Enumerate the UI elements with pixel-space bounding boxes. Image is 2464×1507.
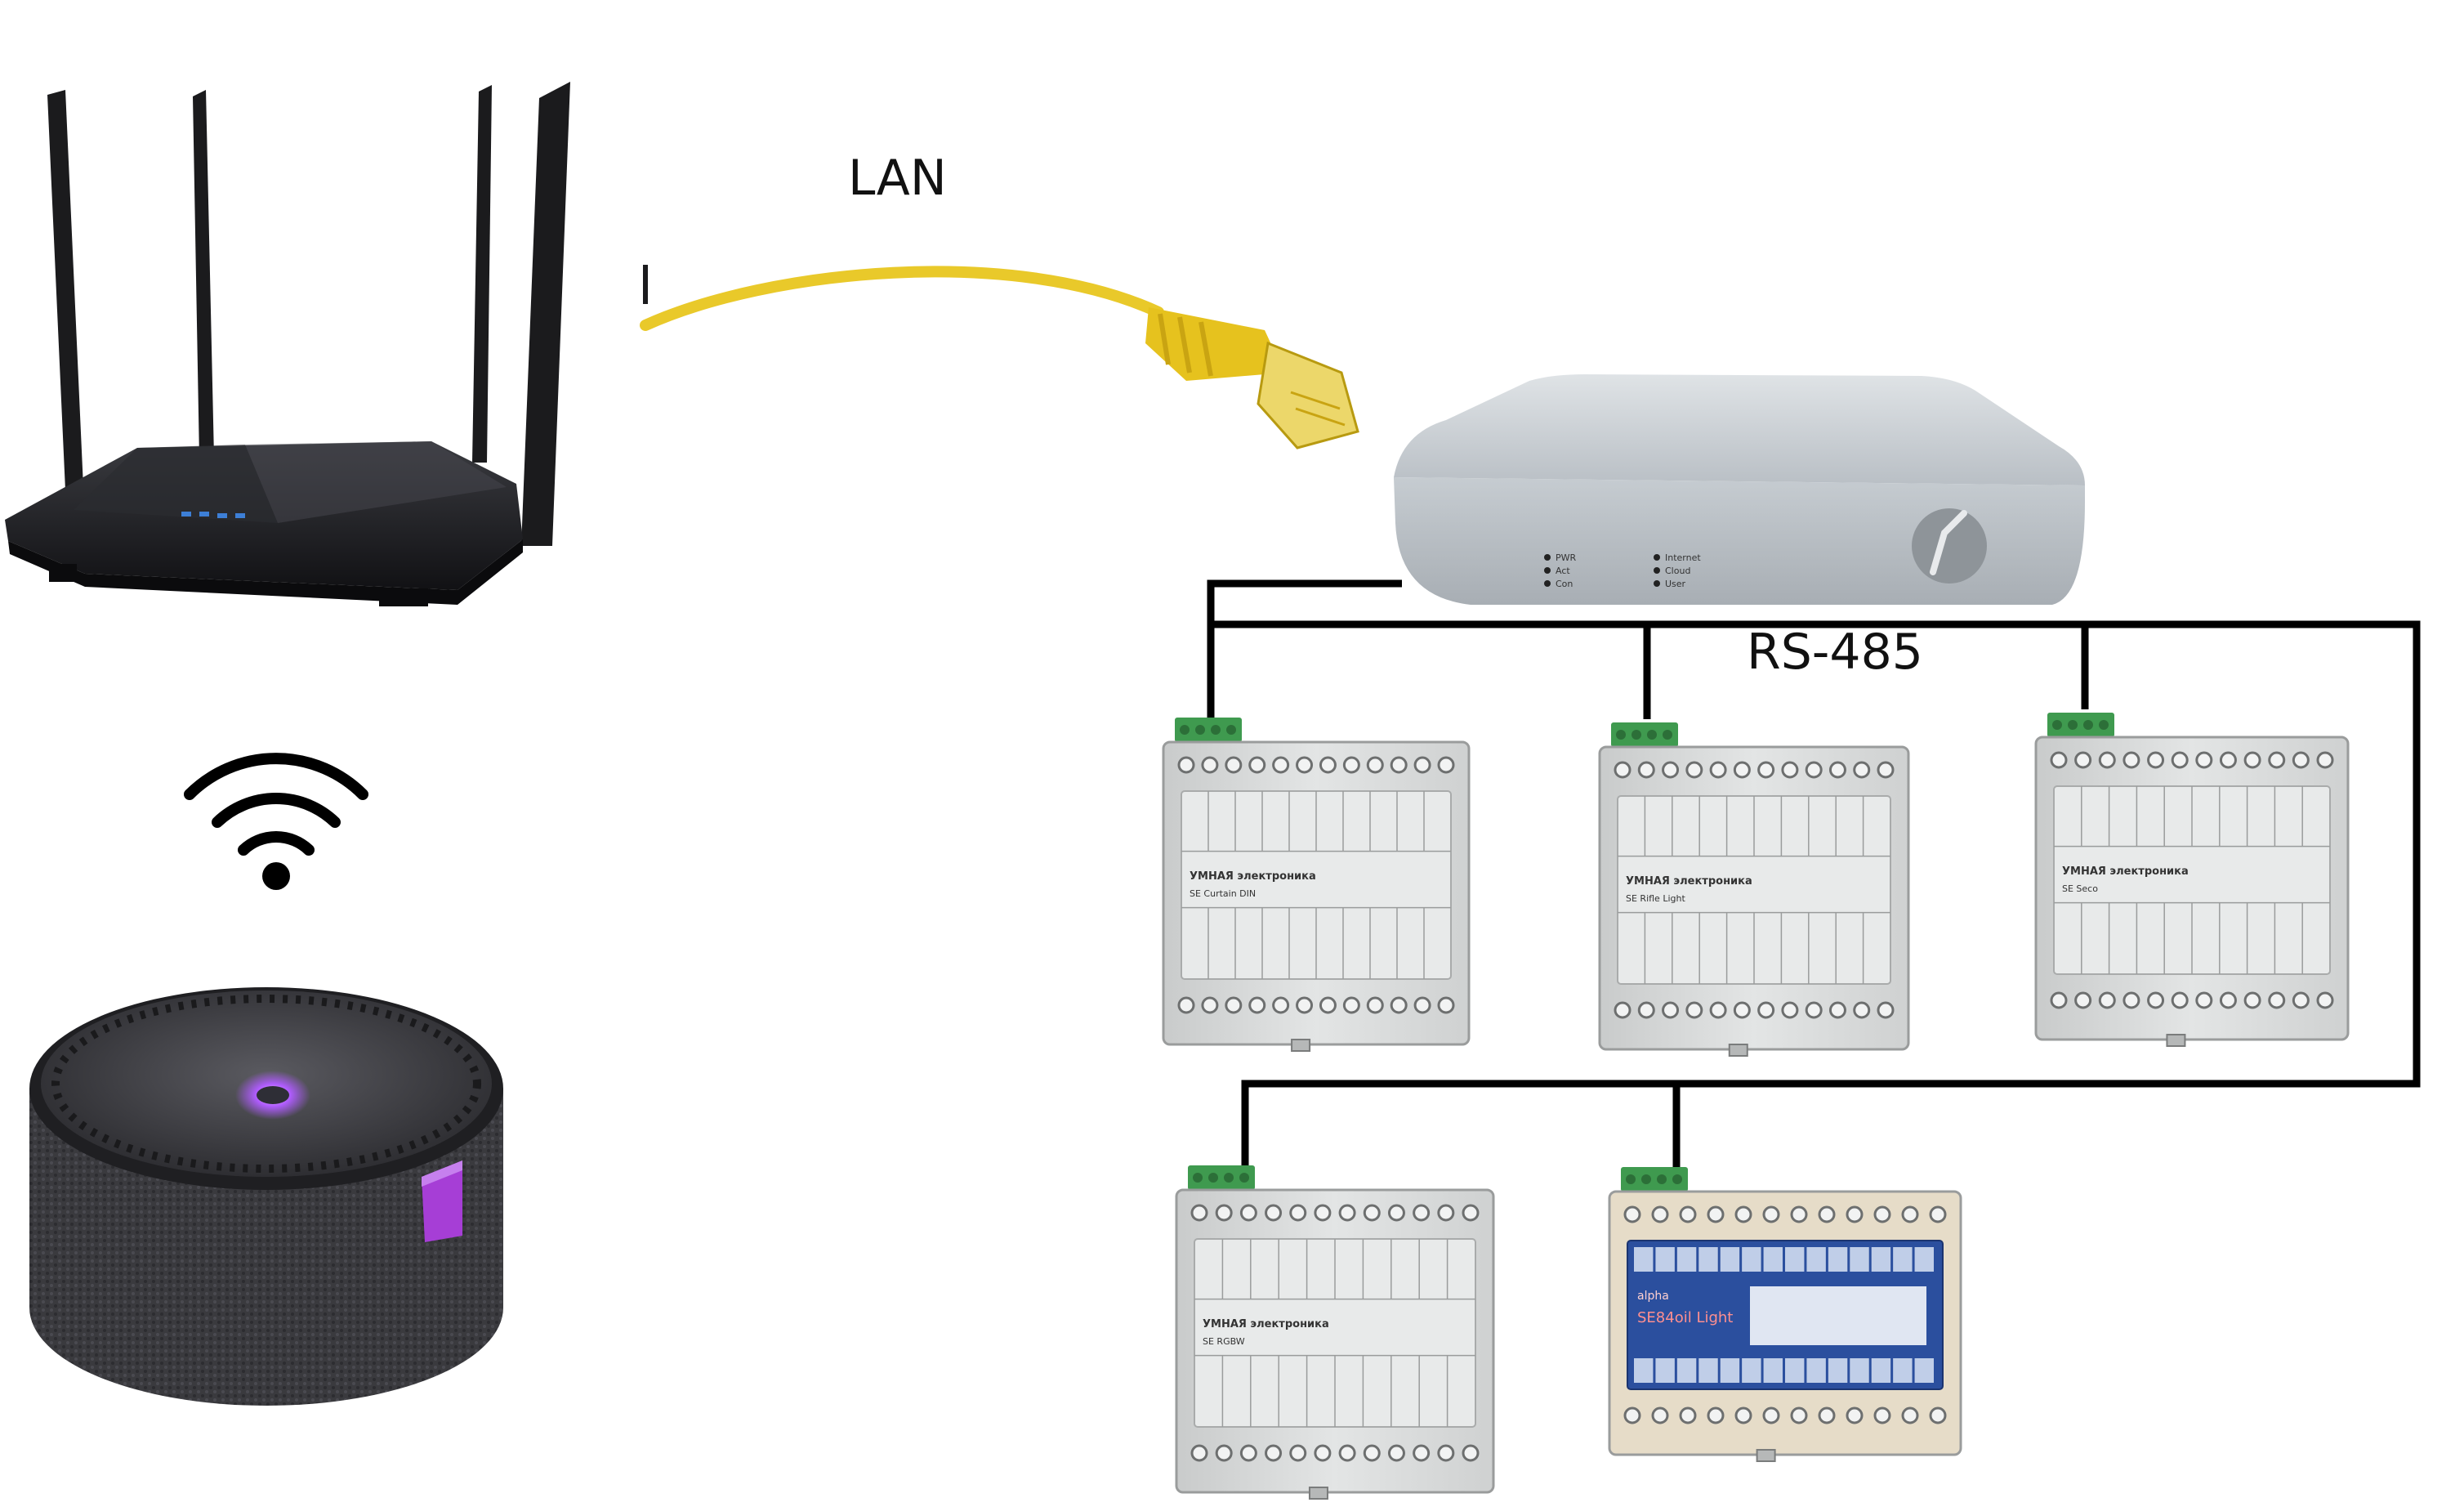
ethernet-cable-icon — [640, 265, 1359, 449]
module-brand: УМНАЯ электроника — [1626, 875, 1752, 888]
gateway-led-label: PWR — [1556, 552, 1577, 563]
gateway-led-label: User — [1665, 579, 1686, 589]
din-rail-relay-module-icon: УМНАЯ электроника SE Curtain DIN — [1162, 718, 1471, 1052]
smart-speaker-icon — [29, 987, 503, 1406]
module-brand: УМНАЯ электроника — [1190, 870, 1316, 883]
module-brand: alpha — [1637, 1290, 1669, 1303]
din-rail-relay-module-icon: УМНАЯ электроника SE Rifle Light — [1598, 722, 1910, 1057]
din-rail-relay-module-icon: УМНАЯ электроника SE Seco — [2034, 713, 2350, 1047]
gateway-logo-icon — [1912, 508, 1987, 584]
wifi-signal-icon — [184, 753, 368, 890]
terminal-block — [1188, 1165, 1255, 1190]
gateway-led-label: Act — [1556, 566, 1570, 576]
bus-line-gateway-to-module-1 — [1207, 579, 1402, 719]
gateway-led-label: Internet — [1665, 552, 1701, 563]
terminal-block — [1611, 722, 1678, 747]
gateway-leds-right — [1654, 554, 1660, 587]
router-status-leds — [181, 512, 245, 518]
gateway-leds-left — [1544, 554, 1551, 587]
terminal-block — [1621, 1167, 1688, 1192]
gateway-led-label: Con — [1556, 579, 1573, 589]
rs485-label: RS-485 — [1747, 624, 1923, 681]
speaker-side-tab — [422, 1160, 462, 1242]
module-brand: УМНАЯ электроника — [1203, 1318, 1329, 1330]
module-model: SE Curtain DIN — [1190, 888, 1256, 899]
lan-label: LAN — [848, 150, 947, 207]
module-model: SE RGBW — [1203, 1336, 1245, 1347]
module-model: SE84oil Light — [1637, 1309, 1733, 1326]
module-model: SE Seco — [2062, 883, 2098, 894]
din-rail-relay-module-icon: УМНАЯ электроника SE RGBW — [1175, 1165, 1495, 1500]
smart-home-controller-icon: PWR Act Con Internet Cloud User — [1394, 374, 2085, 605]
module-model: SE Rifle Light — [1626, 893, 1685, 904]
gateway-led-label: Cloud — [1665, 566, 1690, 576]
terminal-block — [1175, 718, 1242, 742]
rs485-bus-lines — [1207, 579, 2421, 1170]
module-brand: УМНАЯ электроника — [2062, 865, 2189, 878]
terminal-block — [2047, 713, 2114, 737]
wifi-router-icon — [5, 82, 570, 606]
bus-line-main-loop — [1211, 620, 2421, 1167]
